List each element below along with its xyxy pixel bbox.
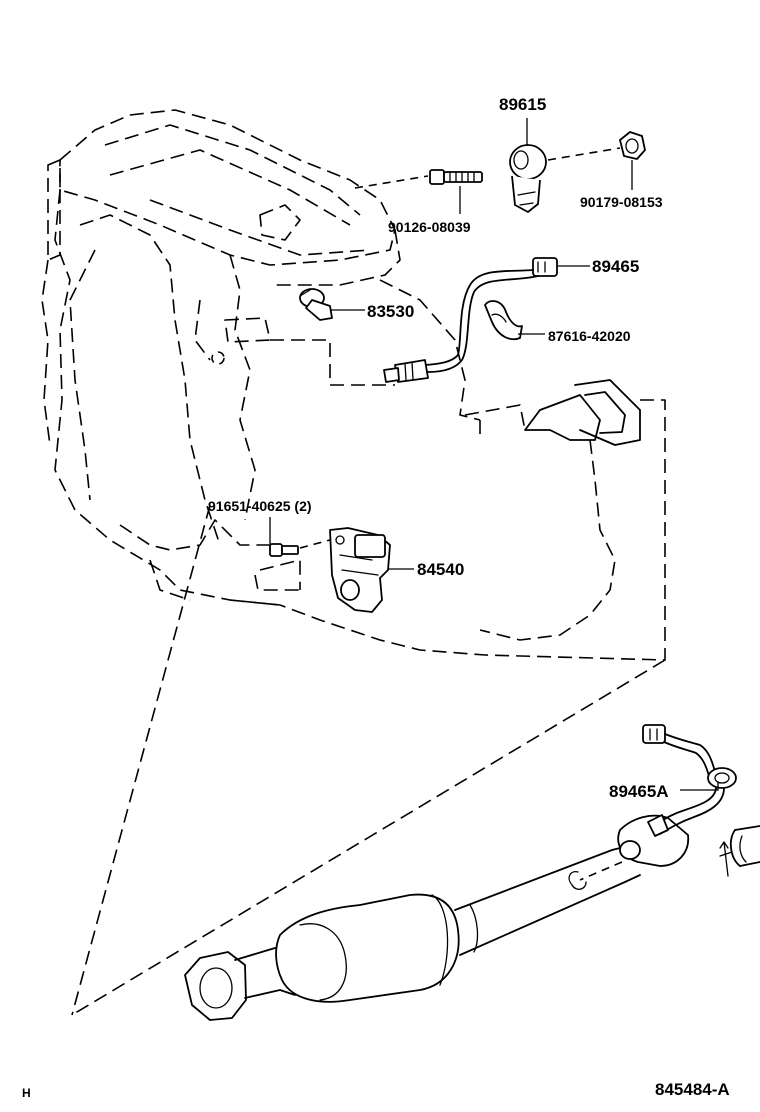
neutral-switch-group: [269, 527, 391, 613]
label-nut: 90179-08153: [580, 194, 663, 210]
engine-assembly: [41, 109, 666, 661]
label-oxygen-sensor: 89465: [592, 257, 639, 276]
exhaust-assembly: [71, 504, 760, 1021]
knock-sensor-group: [354, 131, 646, 213]
label-oxygen-sensor-a: 89465A: [609, 782, 669, 801]
oil-pressure-switch-drawing: [299, 288, 333, 321]
footer-left-code: H: [22, 1086, 31, 1100]
label-neutral-start-switch: 84540: [417, 560, 464, 579]
clamp-drawing: [484, 300, 523, 341]
figure-code: 845484-A: [655, 1080, 730, 1099]
label-stud-bolt: 90126-08039: [388, 219, 471, 235]
leader-lines: [269, 118, 719, 791]
label-knock-sensor: 89615: [499, 95, 546, 114]
stud-bolt-drawing: [429, 169, 483, 185]
nut-drawing: [619, 131, 646, 160]
label-bolt: 91651-40625 (2): [208, 498, 312, 514]
label-clamp: 87616-42020: [548, 328, 631, 344]
knock-sensor-drawing: [509, 144, 547, 213]
label-oil-pressure-switch: 83530: [367, 302, 414, 321]
oxygen-sensor-drawing: [383, 257, 558, 383]
oxygen-sensor-a-drawing: [642, 724, 737, 837]
